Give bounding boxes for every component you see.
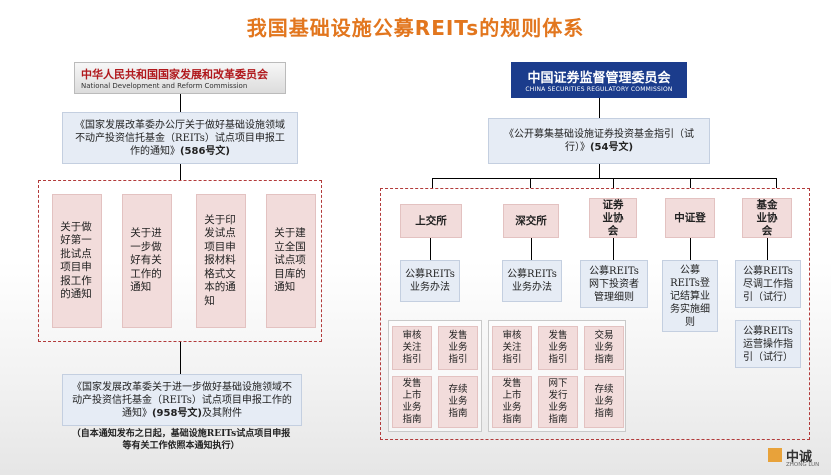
ndrc-note: （自本通知发布之日起，基础设施REITs试点项目申报等有关工作依照本通知执行） [71,429,291,451]
sse-guide: 发售业务指引 [438,326,478,370]
ndrc-item: 关于建立全国试点项目库的通知 [266,194,316,328]
amac-operation-guideline: 公募REITs运营操作指引（试行） [735,320,801,368]
szse-guide: 发售业务指引 [538,326,578,370]
connector [180,94,181,112]
brand-name-en: ZHONG LUN [786,462,820,468]
csrc-logo: 中国证券监督管理委员会 CHINA SECURITIES REGULATORY … [511,62,687,98]
csrc-name-en: CHINA SECURITIES REGULATORY COMMISSION [525,86,673,93]
szse-guide: 审核关注指引 [492,326,532,370]
org-sac: 证券业协会 [589,198,637,238]
connector [690,238,691,260]
connector [599,164,600,178]
connector [767,238,768,260]
szse-guide: 发售上市业务指南 [492,376,532,428]
brand-mark-icon [768,448,782,462]
ndrc-doc-586-text: 《国家发展改革委办公厅关于做好基础设施领域不动产投资信托基金（REITs）试点项… [75,119,285,157]
connector [776,178,777,188]
connector [180,342,181,374]
ndrc-doc-586: 《国家发展改革委办公厅关于做好基础设施领域不动产投资信托基金（REITs）试点项… [62,112,298,164]
csrc-doc-54: 《公开募集基础设施证券投资基金指引（试行）》(54号文) [488,118,710,164]
connector [690,178,691,188]
ndrc-name-en: National Development and Reform Commissi… [81,82,248,90]
csdc-registration-rules: 公募REITs登记结算业务实施细则 [662,260,718,332]
connector [432,178,776,179]
ndrc-item: 关于进一步做好有关工作的通知 [122,194,172,328]
ndrc-item: 关于印发试点项目申报材料格式文本的通知 [196,194,246,328]
connector [613,178,614,188]
sse-business-rules: 公募REITs业务办法 [400,260,460,302]
sac-guide: 存续业务指南 [584,376,624,428]
org-sse: 上交所 [400,204,462,238]
org-amac: 基金业协会 [742,198,792,238]
connector [613,238,614,260]
ndrc-name-cn: 中华人民共和国国家发展和改革委员会 [81,68,268,81]
brand-name-cn: 中诚 [786,450,813,465]
amac-due-diligence-guideline: 公募REITs尽调工作指引（试行） [735,260,801,308]
org-csdc: 中证登 [665,198,715,238]
connector [180,164,181,180]
connector [530,178,531,188]
sac-guide: 交易业务指南 [584,326,624,370]
ndrc-logo: 中华人民共和国国家发展和改革委员会 National Development a… [74,62,286,94]
csrc-group [380,188,810,440]
connector [432,178,433,188]
ndrc-items-group [38,180,322,342]
page-title: 我国基础设施公募REITs的规则体系 [246,16,585,40]
brand-logo: 中诚 ZHONG LUN [768,446,828,472]
org-szse: 深交所 [503,204,559,238]
csrc-name-cn: 中国证券监督管理委员会 [527,71,671,86]
connector [599,98,600,118]
sse-guide: 发售上市业务指南 [392,376,432,428]
connector [531,238,532,260]
szse-guide: 网下发行业务指南 [538,376,578,428]
ndrc-doc-958: 《国家发展改革委关于进一步做好基础设施领域不动产投资信托基金（REITs）试点项… [62,374,302,426]
ndrc-doc-586-num: (586号文) [179,145,230,157]
sse-guide: 存续业务指南 [438,376,478,428]
sse-guide: 审核关注指引 [392,326,432,370]
sac-offline-investor-rules: 公募REITs网下投资者管理细则 [580,260,648,308]
szse-business-rules: 公募REITs业务办法 [502,260,562,302]
ndrc-item: 关于做好第一批试点项目申报工作的通知 [52,194,102,328]
connector [430,238,431,260]
